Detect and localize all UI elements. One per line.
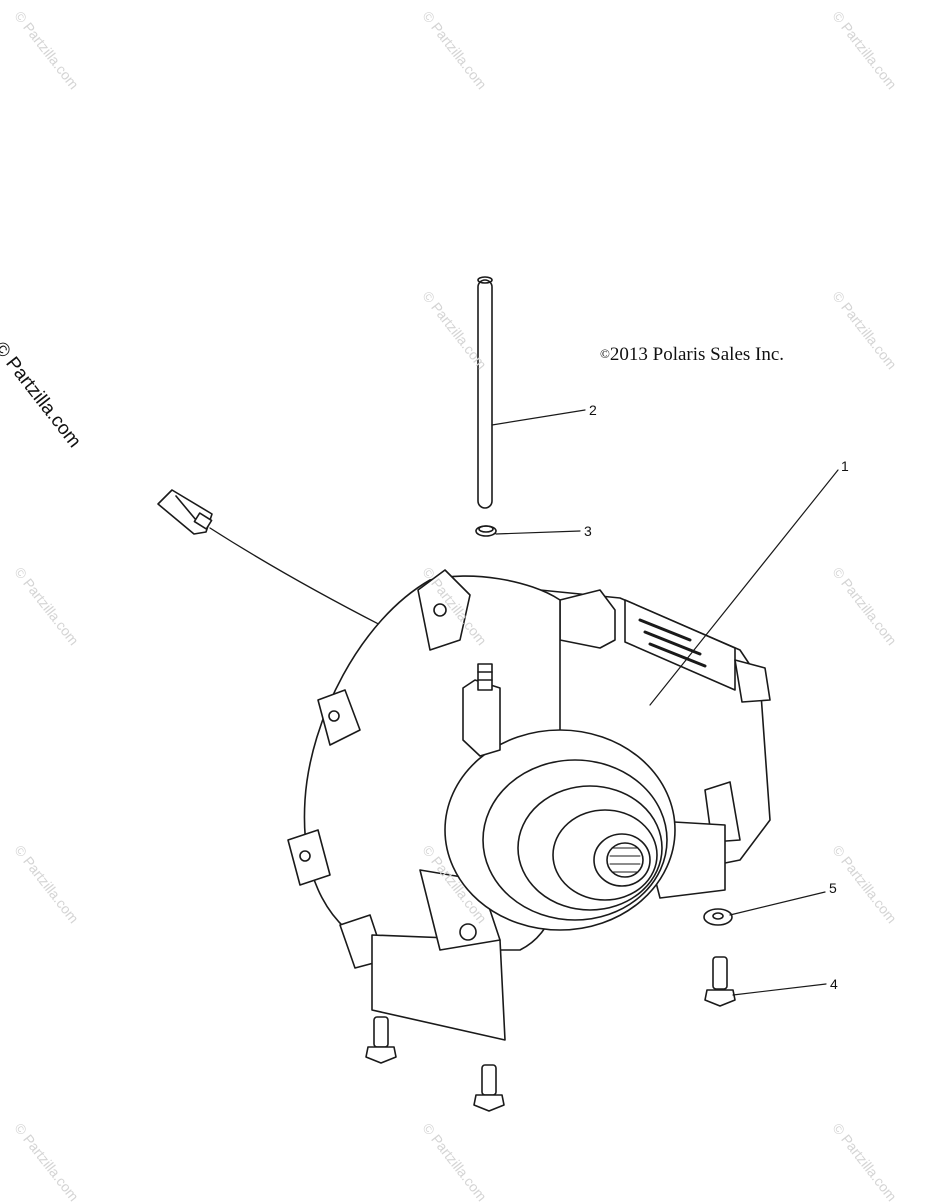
copyright-text: 2013 Polaris Sales Inc. — [609, 344, 785, 365]
washer-part — [703, 908, 733, 926]
callout-1: 1 — [841, 458, 849, 474]
copyright-symbol: © — [600, 346, 610, 361]
callout-2: 2 — [589, 402, 597, 418]
bolt-part — [473, 1064, 505, 1112]
callout-4: 4 — [830, 976, 838, 992]
callout-5: 5 — [829, 880, 837, 896]
sensor-connector — [157, 489, 411, 641]
clamp-part — [475, 525, 497, 537]
bolt-part — [365, 1016, 397, 1064]
callout-3: 3 — [584, 523, 592, 539]
copyright-notice: ©2013 Polaris Sales Inc. — [600, 344, 784, 366]
bolt-part — [704, 956, 736, 1007]
gearcase-housing — [287, 569, 771, 1041]
tube-part — [477, 276, 493, 509]
leader-lines — [491, 409, 839, 996]
